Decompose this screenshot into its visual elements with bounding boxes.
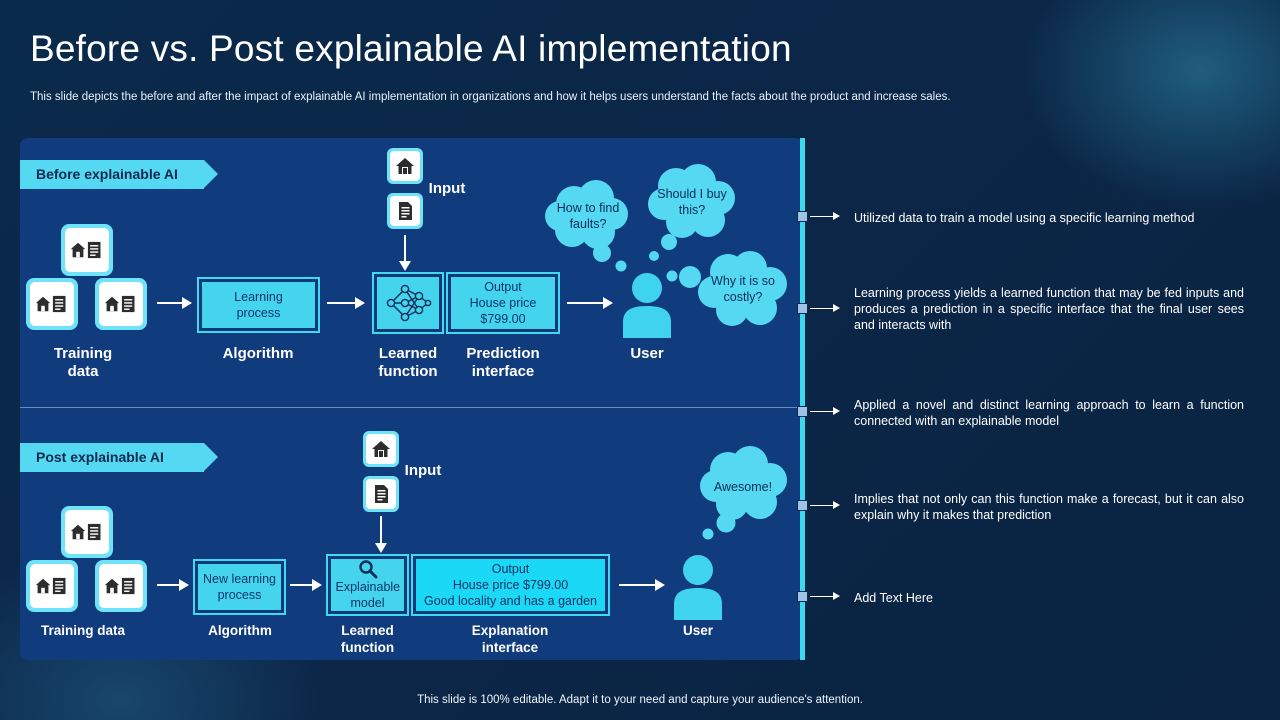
- learned-function-label: Learned function: [340, 623, 395, 655]
- timeline-marker: [797, 211, 808, 222]
- neural-network-icon: [386, 284, 432, 322]
- algorithm-label: Algorithm: [208, 623, 272, 638]
- training-data-icon: [95, 560, 147, 612]
- section-divider: [20, 407, 802, 408]
- prediction-interface-label: Prediction interface: [466, 345, 540, 380]
- prediction-output-box: Output House price $799.00: [446, 272, 560, 334]
- learning-process-box: Learning process: [197, 277, 320, 333]
- input-label: Input: [428, 180, 466, 197]
- house-input-icon: [387, 148, 423, 184]
- algorithm-label: Algorithm: [222, 345, 294, 362]
- input-arrow: [399, 235, 411, 271]
- note-arrow: [810, 501, 840, 509]
- training-data-label: Training data: [40, 623, 125, 638]
- magnifier-icon: [358, 560, 377, 579]
- flow-arrow: [619, 579, 665, 591]
- new-learning-process-box: New learning process: [193, 559, 286, 615]
- user-icon: [668, 552, 728, 622]
- learned-function-label: Learned function: [378, 345, 438, 380]
- explanation-interface-label: Explanation interface: [471, 623, 549, 655]
- before-tag: Before explainable AI: [20, 160, 218, 189]
- post-tag: Post explainable AI: [20, 443, 218, 472]
- training-data-icon: [26, 278, 78, 330]
- training-data-icon: [26, 560, 78, 612]
- note-arrow: [810, 592, 840, 600]
- output-line: Output: [484, 280, 522, 294]
- thought-clouds: [545, 164, 787, 326]
- thought-text: How to find faults?: [556, 201, 620, 231]
- note-arrow: [810, 212, 840, 220]
- thought-text: Should I buy this?: [657, 187, 727, 217]
- thought-cloud: [700, 446, 787, 540]
- footer-text: This slide is 100% editable. Adapt it to…: [417, 694, 863, 706]
- input-label: Input: [404, 462, 442, 479]
- flow-arrow: [567, 297, 613, 309]
- note-text: Utilized data to train a model using a s…: [854, 211, 1195, 225]
- thought-text: Why it is so costly?: [711, 274, 775, 304]
- training-data-icon: [61, 224, 113, 276]
- timeline-marker: [797, 591, 808, 602]
- output-line: $799.00: [480, 312, 526, 326]
- timeline-line: [800, 138, 805, 660]
- output-line: Output: [491, 562, 530, 576]
- learned-function-box: [372, 272, 444, 334]
- training-data-icon: [95, 278, 147, 330]
- new-learning-process-text: New learning process: [198, 564, 281, 610]
- note-text: Implies that not only can this function …: [854, 492, 1244, 522]
- house-input-icon: [363, 431, 399, 467]
- note-text: Learning process yields a learned functi…: [854, 286, 1244, 332]
- user-label: User: [682, 623, 714, 638]
- training-data-icon: [61, 506, 113, 558]
- flow-arrow: [157, 579, 189, 591]
- training-data-label: Training data: [53, 345, 113, 380]
- note-text: Add Text Here: [854, 591, 933, 605]
- timeline-marker: [797, 406, 808, 417]
- flow-arrow: [157, 297, 192, 309]
- user-icon: [617, 270, 677, 340]
- explainable-model-box: Explainable model: [326, 554, 409, 616]
- note-arrow: [810, 304, 840, 312]
- output-line: House price: [469, 296, 537, 310]
- input-arrow: [375, 516, 387, 553]
- note-arrow: [810, 407, 840, 415]
- flow-arrow: [327, 297, 365, 309]
- timeline-marker: [797, 303, 808, 314]
- page-subtitle: This slide depicts the before and after …: [30, 91, 951, 103]
- user-label: User: [630, 345, 664, 362]
- document-input-icon: [387, 193, 423, 229]
- page-title: Before vs. Post explainable AI implement…: [30, 28, 792, 69]
- learning-process-text: Learning process: [202, 282, 315, 328]
- flow-arrow: [290, 579, 322, 591]
- timeline-marker: [797, 500, 808, 511]
- output-line: Good locality and has a garden: [423, 594, 598, 608]
- document-input-icon: [363, 476, 399, 512]
- note-text: Applied a novel and distinct learning ap…: [854, 398, 1244, 428]
- explainable-model-text: Explainable model: [335, 580, 401, 610]
- explanation-output-box: Output House price $799.00 Good locality…: [411, 554, 610, 616]
- thought-text: Awesome!: [713, 480, 773, 494]
- output-line: House price $799.00: [452, 578, 569, 592]
